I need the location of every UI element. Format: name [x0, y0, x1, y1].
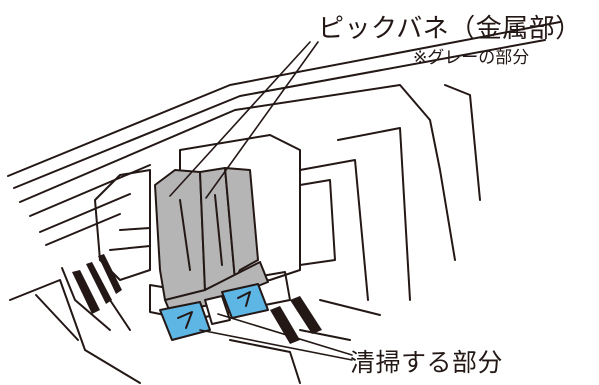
leader-line-cleaning-1 [217, 313, 353, 356]
leader-lines [169, 41, 353, 361]
leader-line-pick-spring-2 [205, 41, 319, 199]
scanner-housing [7, 21, 561, 384]
pick-spring-label: ピックバネ（金属部） [318, 14, 582, 44]
pick-spring-note: ※グレーの部分 [413, 48, 530, 68]
leader-line-cleaning-2 [199, 329, 353, 361]
cleaning-pads [159, 283, 269, 341]
cleaning-pad-arrows [177, 291, 251, 329]
cleaning-area-label: 清掃する部分 [350, 348, 504, 377]
pick-spring-metal [154, 167, 269, 313]
leader-line-pick-spring-1 [169, 41, 311, 197]
feed-ribs [72, 254, 322, 344]
